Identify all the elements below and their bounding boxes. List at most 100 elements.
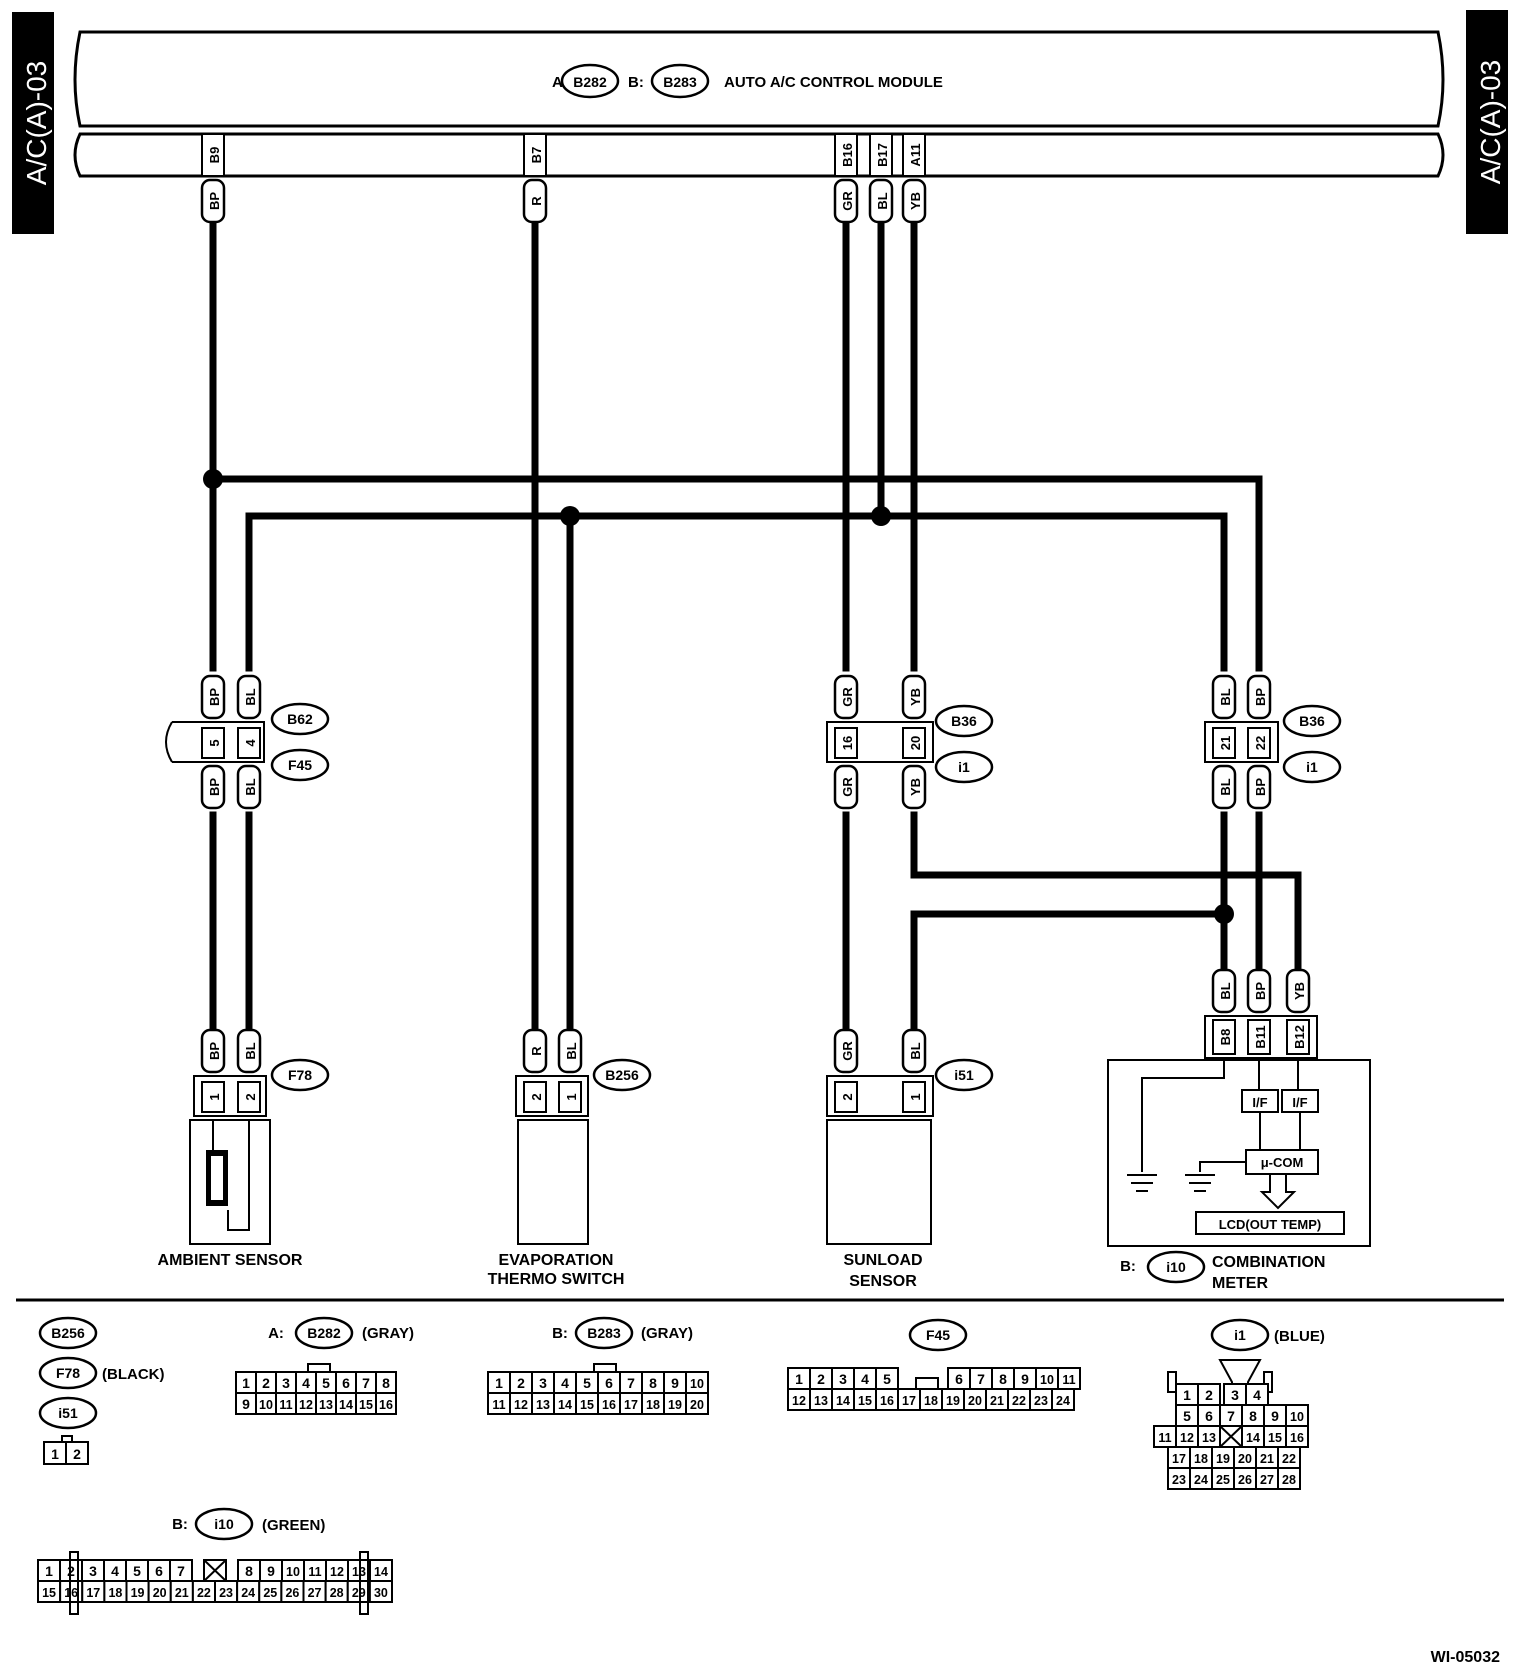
legend-small-connector: B256 F78 (BLACK) i51 1 2 bbox=[38, 1316, 164, 1465]
sunload-connector: i51 bbox=[954, 1067, 974, 1083]
i1-pin-19: 19 bbox=[1216, 1452, 1230, 1466]
ambient-pin-1: 1 bbox=[207, 1093, 222, 1100]
f45-pin-15: 15 bbox=[858, 1394, 872, 1408]
i10-pin-8: 8 bbox=[245, 1563, 253, 1579]
i10-pin-10: 10 bbox=[286, 1565, 300, 1579]
i10-pin-20: 20 bbox=[153, 1586, 167, 1600]
b282-pin-1: 1 bbox=[242, 1375, 250, 1391]
b282-pin-11: 11 bbox=[279, 1398, 292, 1412]
junction-b62-f45: BP BL 5 4 BP BL B62 F45 bbox=[165, 674, 330, 810]
b283-pin-16: 16 bbox=[602, 1398, 616, 1412]
f45-pin-16: 16 bbox=[880, 1394, 894, 1408]
legend-b282-connector: B282 bbox=[307, 1325, 341, 1341]
f45-pin-8: 8 bbox=[999, 1371, 1007, 1387]
b283-pin-15: 15 bbox=[580, 1398, 594, 1412]
i1-pin-26: 26 bbox=[1238, 1473, 1252, 1487]
terminal-b7: B7 bbox=[529, 147, 544, 164]
legend-i1-color: (BLUE) bbox=[1274, 1328, 1325, 1345]
b283-pin-14: 14 bbox=[558, 1398, 572, 1412]
junction-left-upper-connector: B62 bbox=[287, 711, 313, 727]
module-wire-tags: BP R GR BL YB bbox=[200, 178, 927, 224]
junction-b36-i1-mid: GR YB 16 20 GR YB B36 i1 bbox=[826, 674, 994, 810]
f45-pin-1: 1 bbox=[795, 1371, 803, 1387]
f45-pin-22: 22 bbox=[1012, 1394, 1026, 1408]
b282-pin-10: 10 bbox=[259, 1398, 273, 1412]
i1-pin-28-cell bbox=[1277, 1467, 1301, 1490]
i10-pin-5: 5 bbox=[133, 1563, 141, 1579]
f45-pin-7: 7 bbox=[977, 1371, 985, 1387]
i1-pin-1: 1 bbox=[1183, 1387, 1191, 1403]
wire-tag-r: R bbox=[529, 196, 544, 206]
junction-mid-lower-color-1: YB bbox=[908, 778, 923, 796]
i10-pin-26: 26 bbox=[285, 1586, 299, 1600]
junction-mid-upper-connector: B36 bbox=[951, 713, 977, 729]
i10-pin-2: 2 bbox=[67, 1563, 75, 1579]
legend-i51: i51 bbox=[58, 1405, 78, 1421]
f45-pin-14: 14 bbox=[836, 1394, 850, 1408]
junction-b36-i1-right: BL BP 21 22 BL BP B36 i1 bbox=[1204, 674, 1342, 810]
b283-pin-10: 10 bbox=[690, 1377, 704, 1391]
i1-pin-13: 13 bbox=[1202, 1431, 1216, 1445]
f45-pin-13: 13 bbox=[814, 1394, 828, 1408]
wiring bbox=[203, 218, 1302, 1042]
wire-tag-yb: YB bbox=[908, 192, 923, 210]
b283-pin-17: 17 bbox=[624, 1398, 638, 1412]
i1-pin-3: 3 bbox=[1231, 1387, 1239, 1403]
meter-prefix: B: bbox=[1120, 1258, 1136, 1275]
i1-pin-4: 4 bbox=[1253, 1387, 1261, 1403]
i1-blank-blank bbox=[1219, 1425, 1243, 1448]
i10-pin-30: 30 bbox=[374, 1586, 388, 1600]
terminal-b9: B9 bbox=[207, 147, 222, 164]
evap-label-line2: THERMO SWITCH bbox=[488, 1271, 625, 1288]
junction-right-pin-22: 22 bbox=[1253, 736, 1268, 750]
sunload-color-1: BL bbox=[908, 1042, 923, 1059]
meter-lcd: LCD(OUT TEMP) bbox=[1219, 1217, 1322, 1232]
ambient-connector: F78 bbox=[288, 1067, 312, 1083]
b283-pin-1: 1 bbox=[495, 1375, 503, 1391]
meter-label-line1: COMBINATION bbox=[1212, 1254, 1325, 1271]
i1-pin-27: 27 bbox=[1260, 1473, 1274, 1487]
i10-pin-11: 11 bbox=[308, 1565, 321, 1579]
legend-b256: B256 bbox=[51, 1325, 85, 1341]
f45-pin-17: 17 bbox=[902, 1394, 916, 1408]
evap-label-line1: EVAPORATION bbox=[499, 1252, 614, 1269]
legend-small-pin-2: 2 bbox=[73, 1446, 81, 1462]
evap-connector: B256 bbox=[605, 1067, 639, 1083]
i1-pin-7: 7 bbox=[1227, 1408, 1235, 1424]
b283-pin-18: 18 bbox=[646, 1398, 660, 1412]
b283-pin-3: 3 bbox=[539, 1375, 547, 1391]
i10-pin-16: 16 bbox=[64, 1586, 78, 1600]
legend-f45-connector: F45 bbox=[926, 1327, 950, 1343]
i1-pin-23: 23 bbox=[1172, 1473, 1186, 1487]
sunload-pin-1: 1 bbox=[908, 1093, 923, 1100]
b282-pin-15: 15 bbox=[359, 1398, 373, 1412]
legend-b283-connector: B283 bbox=[587, 1325, 621, 1341]
i10-pin-1: 1 bbox=[45, 1563, 53, 1579]
b282-pin-16: 16 bbox=[379, 1398, 393, 1412]
module-a-connector-badge bbox=[560, 63, 620, 99]
legend-b283-prefix: B: bbox=[552, 1325, 568, 1342]
junction-left-pin-4: 4 bbox=[243, 739, 258, 747]
junction-left-lower-color-0: BP bbox=[207, 778, 222, 796]
meter-mcom: μ-COM bbox=[1261, 1155, 1304, 1170]
meter-terminal-b12: B12 bbox=[1292, 1025, 1307, 1049]
i10-pin-27: 27 bbox=[308, 1586, 322, 1600]
figure-id: WI-05032 bbox=[1431, 1649, 1500, 1666]
b283-pin-4: 4 bbox=[561, 1375, 569, 1391]
module-b-connector-badge bbox=[650, 63, 710, 99]
ambient-color-0: BP bbox=[207, 1042, 222, 1060]
i10-pin-29: 29 bbox=[352, 1586, 366, 1600]
i10-pin-30-cell bbox=[368, 1580, 393, 1603]
f45-pin-12: 12 bbox=[792, 1394, 806, 1408]
i10-pin-12: 12 bbox=[330, 1565, 344, 1579]
i10-lock-1 bbox=[359, 1551, 369, 1615]
f45-pin-19: 19 bbox=[946, 1394, 960, 1408]
wire-tag-bp: BP bbox=[207, 192, 222, 210]
junction-right-lower-color-1: BP bbox=[1253, 778, 1268, 796]
f45-pin-11: 11 bbox=[1062, 1373, 1075, 1387]
junction-left-upper-color-1: BL bbox=[243, 688, 258, 705]
right-page-code: A/C(A)-03 bbox=[1475, 60, 1506, 184]
